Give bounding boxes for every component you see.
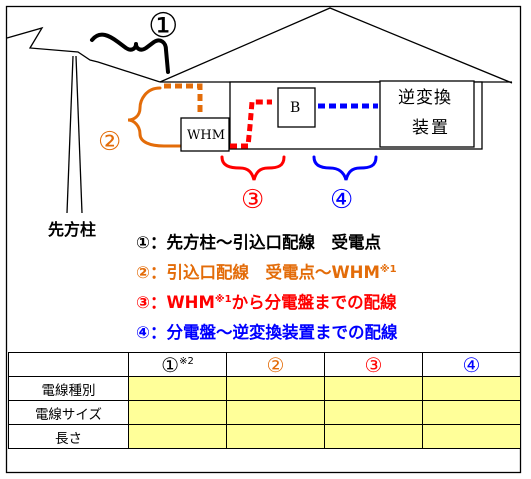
legend-item-1-text: ：先方柱～引込口配線 受電点 [149, 233, 381, 252]
legend-item-2-num: ② [136, 263, 150, 282]
row-label-wire-size: 電線サイズ [8, 400, 129, 425]
inverter-box [379, 80, 475, 148]
table-header-1: ①※2 [128, 352, 227, 377]
marker-2: ② [98, 127, 122, 157]
meter-label: WHM [187, 128, 226, 143]
section1-brace [90, 32, 170, 74]
legend-item-4-text: ：分電盤～逆変換装置までの配線 [149, 323, 398, 342]
marker-3: ③ [241, 185, 265, 215]
legend-item-3-num: ③ [136, 293, 150, 312]
table-cell[interactable] [324, 400, 423, 425]
legend-item-2-text: ：引込口配線 受電点～WHM [149, 263, 380, 282]
table-cell[interactable] [226, 400, 325, 425]
table-cell[interactable] [128, 424, 227, 449]
house-roof [159, 7, 513, 84]
legend-item-4: ④：分電盤～逆変換装置までの配線 [136, 323, 397, 343]
table-header-1-note: ※2 [179, 355, 194, 367]
legend-item-1-num: ① [136, 233, 150, 252]
row-label-wire-type: 電線種別 [8, 376, 129, 401]
table-header-4: ④ [422, 352, 521, 377]
section3-wire [230, 99, 272, 149]
breaker-box [277, 87, 316, 128]
table-cell[interactable] [128, 376, 227, 401]
section2-wire [164, 83, 203, 112]
inverter-label-line2: 装置 [412, 118, 450, 138]
wiring-table: ①※2 ② ③ ④ 電線種別 電線サイズ 長さ [8, 352, 521, 449]
section4-brace [312, 155, 378, 181]
table-cell[interactable] [226, 376, 325, 401]
service-wire [6, 26, 161, 83]
inverter-label-line1: 逆変換 [398, 88, 452, 108]
legend-item-3: ③：WHM※1から分電盤までの配線 [136, 293, 397, 313]
table-header-row: ①※2 ② ③ ④ [8, 352, 521, 377]
legend-item-2-note: ※1 [379, 264, 397, 275]
section2-brace [127, 86, 182, 148]
table-cell[interactable] [226, 424, 325, 449]
table-row-wire-type: 電線種別 [8, 376, 521, 401]
table-cell[interactable] [324, 424, 423, 449]
legend-item-4-num: ④ [136, 323, 150, 342]
marker-1: ① [148, 6, 179, 46]
table-row-length: 長さ [8, 424, 521, 449]
pole-left-edge [66, 55, 74, 214]
meter-box [180, 117, 230, 152]
legend-item-3-text-b: から分電盤までの配線 [231, 293, 397, 312]
legend-item-1: ①：先方柱～引込口配線 受電点 [136, 233, 381, 253]
table-row-wire-size: 電線サイズ [8, 400, 521, 425]
table-cell[interactable] [324, 376, 423, 401]
table-cell[interactable] [422, 376, 521, 401]
legend-item-2: ②：引込口配線 受電点～WHM※1 [136, 263, 397, 283]
table-corner-cell [8, 352, 129, 377]
table-cell[interactable] [422, 424, 521, 449]
pole-right-edge [75, 55, 83, 214]
table-header-2: ② [226, 352, 325, 377]
table-header-3: ③ [324, 352, 423, 377]
table-header-1-label: ① [161, 352, 180, 377]
legend-item-3-text-a: ：WHM [149, 293, 215, 312]
section3-brace [220, 155, 286, 181]
row-label-length: 長さ [8, 424, 129, 449]
breaker-label: B [290, 100, 301, 116]
outer-frame [5, 5, 522, 474]
legend-item-3-note: ※1 [214, 294, 232, 305]
table-cell[interactable] [422, 400, 521, 425]
table-cell[interactable] [128, 400, 227, 425]
marker-4: ④ [330, 185, 354, 215]
pole-label: 先方柱 [48, 220, 97, 239]
